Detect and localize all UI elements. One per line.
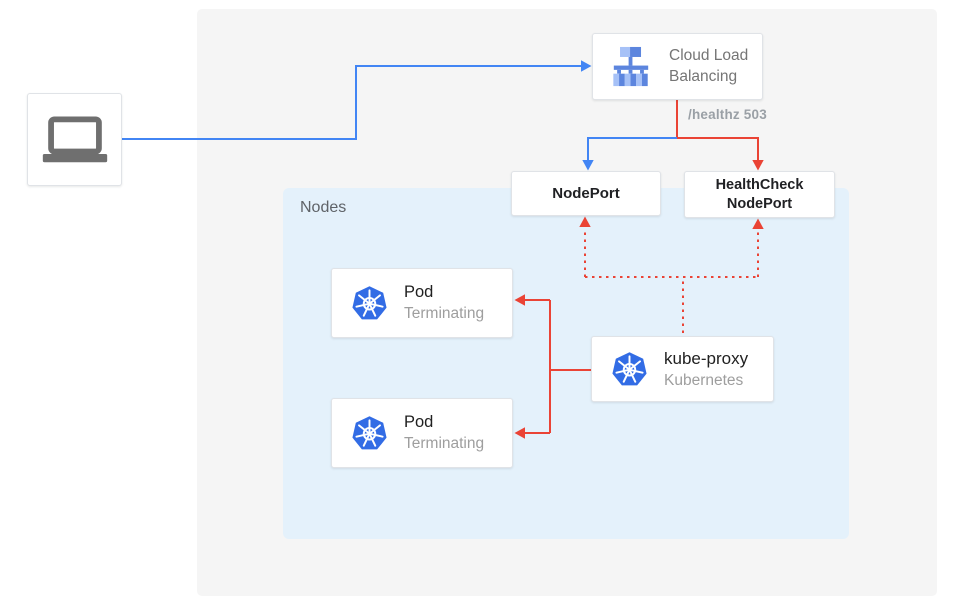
pod-2-title: Pod	[404, 413, 434, 431]
pod-node-1: Pod Terminating	[331, 268, 513, 338]
kubernetes-icon	[612, 351, 647, 385]
kube-proxy-node: kube-proxy Kubernetes	[591, 336, 774, 402]
cloud-load-balancing-node: Cloud Load Balancing	[592, 33, 763, 100]
kube-proxy-subtitle: Kubernetes	[664, 371, 744, 389]
healthz-503-label: /healthz 503	[688, 107, 767, 122]
kubernetes-icon	[352, 415, 387, 449]
clb-label-line1: Cloud Load	[669, 46, 749, 64]
laptop-icon	[42, 115, 107, 162]
pod-1-status: Terminating	[404, 305, 485, 322]
pod-2-status: Terminating	[404, 435, 485, 452]
clb-label-line2: Balancing	[669, 67, 738, 85]
nodeport-node: NodePort	[511, 171, 661, 216]
pod-1-text: Pod Terminating	[404, 283, 484, 323]
pod-1-title: Pod	[404, 283, 434, 301]
cloud-load-balancing-icon	[613, 46, 649, 86]
healthcheck-nodeport-node: HealthCheck NodePort	[684, 171, 835, 218]
nodes-panel-label: Nodes	[300, 199, 347, 216]
pod-2-text: Pod Terminating	[404, 413, 484, 453]
healthcheck-nodeport-label: HealthCheck NodePort	[716, 176, 804, 214]
kube-proxy-text: kube-proxy Kubernetes	[664, 349, 748, 390]
healthcheck-label-line1: HealthCheck	[715, 176, 804, 193]
kube-proxy-title: kube-proxy	[664, 348, 749, 368]
pod-node-2: Pod Terminating	[331, 398, 513, 468]
kubernetes-icon	[352, 285, 387, 319]
cloud-load-balancing-label: Cloud Load Balancing	[669, 46, 748, 88]
healthcheck-label-line2: NodePort	[726, 195, 793, 212]
client-laptop-node	[27, 93, 122, 186]
